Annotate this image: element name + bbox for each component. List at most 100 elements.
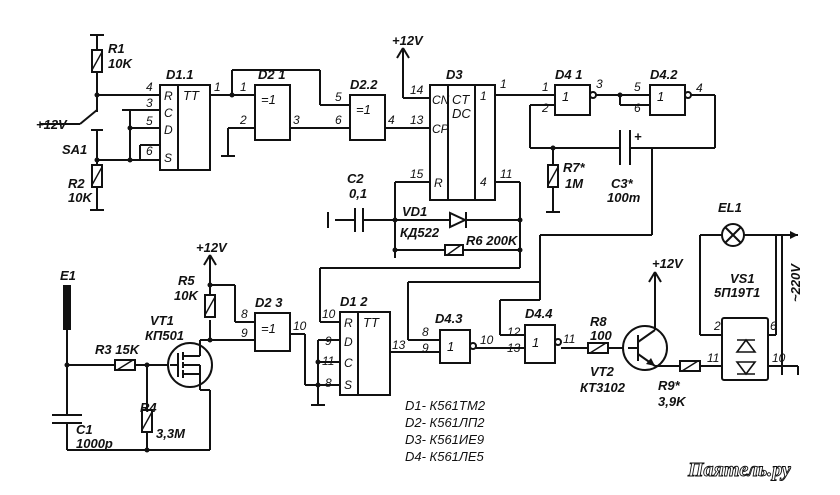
note-d2: D2- К561ЛП2 bbox=[405, 415, 485, 430]
d1-1-label: D1.1 bbox=[166, 67, 193, 82]
r4-label: R4 bbox=[140, 400, 157, 415]
vt1-mosfet bbox=[167, 340, 213, 390]
d1-2-flipflop bbox=[339, 311, 391, 396]
d4-1-symbol: 1 bbox=[562, 89, 569, 104]
d1-1-r: R bbox=[164, 89, 173, 103]
d2-1-pin-3: 3 bbox=[293, 113, 300, 127]
d1-2-d: D bbox=[344, 335, 353, 349]
sa1-supply-label: +12V bbox=[36, 117, 68, 132]
vs1-label: VS1 bbox=[730, 271, 755, 286]
d1-1-flipflop bbox=[159, 84, 211, 171]
d1-2-s: S bbox=[344, 378, 352, 392]
r2-resistor bbox=[90, 164, 104, 211]
d2-1-label: D2 1 bbox=[258, 67, 285, 82]
c2-label: C2 bbox=[347, 171, 364, 186]
watermark: Паяmель.ру bbox=[687, 459, 791, 481]
d2-2-xor-gate bbox=[349, 94, 386, 141]
r9-resistor bbox=[679, 360, 701, 372]
r1-label: R1 bbox=[108, 41, 125, 56]
vt1-supply-label: +12V bbox=[196, 240, 228, 255]
d1-2-pin-8: 8 bbox=[325, 376, 332, 390]
r5-label: R5 bbox=[178, 273, 195, 288]
d1-1-pin-4: 4 bbox=[146, 80, 153, 94]
d1-2-c: C bbox=[344, 356, 353, 370]
d1-2-pin-10: 10 bbox=[322, 307, 336, 321]
d1-1-pin-5: 5 bbox=[146, 114, 153, 128]
mains-label: ~220V bbox=[788, 263, 803, 302]
d4-1-pin-3: 3 bbox=[596, 77, 603, 91]
vt1-label: VT1 bbox=[150, 313, 174, 328]
el1-lamp bbox=[721, 223, 745, 247]
c2-value: 0,1 bbox=[349, 186, 367, 201]
vt2-supply-label: +12V bbox=[652, 256, 684, 271]
d2-2-pin-6: 6 bbox=[335, 113, 342, 127]
r8-label: R8 bbox=[590, 314, 607, 329]
vs1-value: 5П19Т1 bbox=[714, 285, 760, 300]
r5-resistor bbox=[204, 294, 216, 318]
c3-label: C3* bbox=[611, 176, 634, 191]
d4-1-pin-1: 1 bbox=[542, 80, 549, 94]
d2-3-xor-gate bbox=[254, 312, 291, 352]
vt1-value: КП501 bbox=[145, 328, 184, 343]
r1-resistor bbox=[90, 34, 104, 106]
d1-1-c: C bbox=[164, 106, 173, 120]
d3-r: R bbox=[434, 176, 443, 190]
vd1-label: VD1 bbox=[402, 204, 427, 219]
d1-1-tt: TT bbox=[183, 88, 200, 103]
d2-1-symbol: =1 bbox=[261, 92, 276, 107]
d1-2-label: D1 2 bbox=[340, 294, 368, 309]
d2-2-pin-4: 4 bbox=[388, 113, 395, 127]
d1-1-s: S bbox=[164, 151, 172, 165]
d2-3-symbol: =1 bbox=[261, 321, 276, 336]
d3-supply-label: +12V bbox=[392, 33, 424, 48]
e1-antenna bbox=[63, 285, 71, 330]
d1-1-pin-3: 3 bbox=[146, 96, 153, 110]
d3-pin-11: 11 bbox=[500, 167, 512, 181]
d4-4-pin-11: 11 bbox=[563, 332, 575, 346]
d3-cp: CP bbox=[432, 122, 449, 136]
d2-1-xor-gate bbox=[254, 84, 291, 141]
d4-3-label: D4.3 bbox=[435, 311, 463, 326]
note-d1: D1- К561ТМ2 bbox=[405, 398, 486, 413]
d3-ct: CT bbox=[452, 92, 470, 107]
d4-2-pin-4: 4 bbox=[696, 81, 703, 95]
el1-label: EL1 bbox=[718, 200, 742, 215]
d3-label: D3 bbox=[446, 67, 463, 82]
d3-counter bbox=[429, 84, 496, 201]
d4-2-pin-5: 5 bbox=[634, 80, 641, 94]
r9-value: 3,9K bbox=[658, 394, 687, 409]
d4-4-pin-13: 13 bbox=[507, 341, 521, 355]
d2-2-pin-5: 5 bbox=[335, 90, 342, 104]
d1-1-pin-1: 1 bbox=[214, 80, 221, 94]
r6-label: R6 200K bbox=[466, 233, 519, 248]
d2-1-pin-1: 1 bbox=[240, 80, 247, 94]
d3-pin-14: 14 bbox=[410, 83, 424, 97]
d4-2-label: D4.2 bbox=[650, 67, 678, 82]
c1-label: C1 bbox=[76, 422, 93, 437]
d3-pin-15: 15 bbox=[410, 167, 424, 181]
r7-resistor bbox=[547, 164, 559, 188]
vs1-pin-6: 6 bbox=[770, 319, 777, 333]
d3-cn: CN bbox=[432, 93, 450, 107]
r4-value: 3,3M bbox=[156, 426, 186, 441]
d2-3-pin-10: 10 bbox=[293, 319, 307, 333]
d4-3-pin-10: 10 bbox=[480, 333, 494, 347]
d4-3-nor-gate bbox=[439, 329, 477, 364]
d4-4-symbol: 1 bbox=[532, 335, 539, 350]
r5-value: 10K bbox=[174, 288, 199, 303]
note-d3: D3- К561ИЕ9 bbox=[405, 432, 484, 447]
d4-3-symbol: 1 bbox=[447, 339, 454, 354]
r8-value: 100 bbox=[590, 328, 612, 343]
vt2-label: VT2 bbox=[590, 364, 615, 379]
d4-1-pin-2: 2 bbox=[541, 101, 549, 115]
vt2-value: КТ3102 bbox=[580, 380, 626, 395]
d3-pin-13: 13 bbox=[410, 113, 424, 127]
d1-1-d: D bbox=[164, 123, 173, 137]
e1-label: E1 bbox=[60, 268, 76, 283]
d4-1-nor-gate bbox=[554, 84, 597, 116]
note-d4: D4- К561ЛЕ5 bbox=[405, 449, 484, 464]
vs1-pin-10: 10 bbox=[772, 351, 786, 365]
d1-2-r: R bbox=[344, 316, 353, 330]
d4-2-nor-gate bbox=[649, 84, 692, 116]
